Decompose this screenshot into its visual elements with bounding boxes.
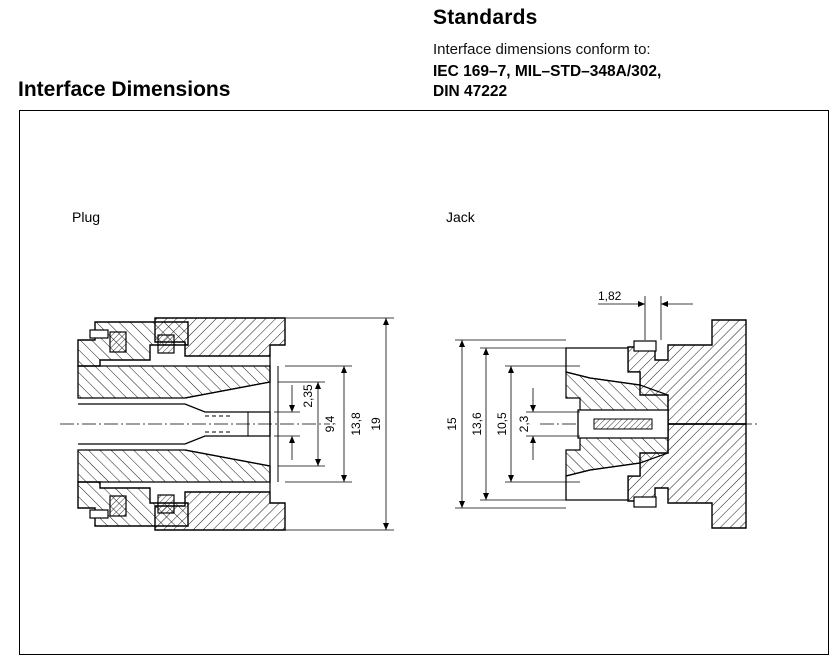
plug-dielectric-top: [77, 365, 271, 399]
jack-label: Jack: [446, 209, 476, 225]
plug-inner-conductor: [78, 403, 271, 445]
plug-dim-19: 19: [369, 417, 383, 431]
jack-centre-pin-slot: [593, 418, 653, 430]
plug-drawing: Plug 2,35: [60, 209, 394, 531]
jack-dim-13-6: 13,6: [470, 412, 484, 436]
plug-dim-9-4: 9,4: [323, 415, 337, 432]
standards-intro: Interface dimensions conform to:: [433, 41, 651, 58]
plug-dim-13-8: 13,8: [349, 412, 363, 436]
plug-ring-top-right: [157, 334, 175, 354]
jack-drawing: Jack 1,82 15 13,6: [445, 209, 760, 529]
plug-dim-2-35: 2,35: [301, 384, 315, 408]
jack-dim-2-3: 2,3: [517, 415, 531, 432]
standards-list-line-2: DIN 47222: [433, 83, 508, 100]
standards-title: Standards: [433, 6, 538, 29]
plug-ring-top-left: [109, 331, 127, 353]
plug-ring-bottom-right: [157, 494, 175, 514]
jack-dim-10-5: 10,5: [495, 412, 509, 436]
plug-label: Plug: [72, 209, 100, 225]
plug-ring-bottom-left: [109, 495, 127, 517]
standards-list-line-1: IEC 169–7, MIL–STD–348A/302,: [433, 63, 662, 80]
interface-dimensions-title: Interface Dimensions: [18, 78, 231, 101]
plug-dielectric-bottom: [77, 449, 271, 483]
jack-dim-1-82: 1,82: [598, 289, 622, 303]
jack-dim-15: 15: [445, 417, 459, 431]
drawing-frame: [19, 110, 829, 655]
